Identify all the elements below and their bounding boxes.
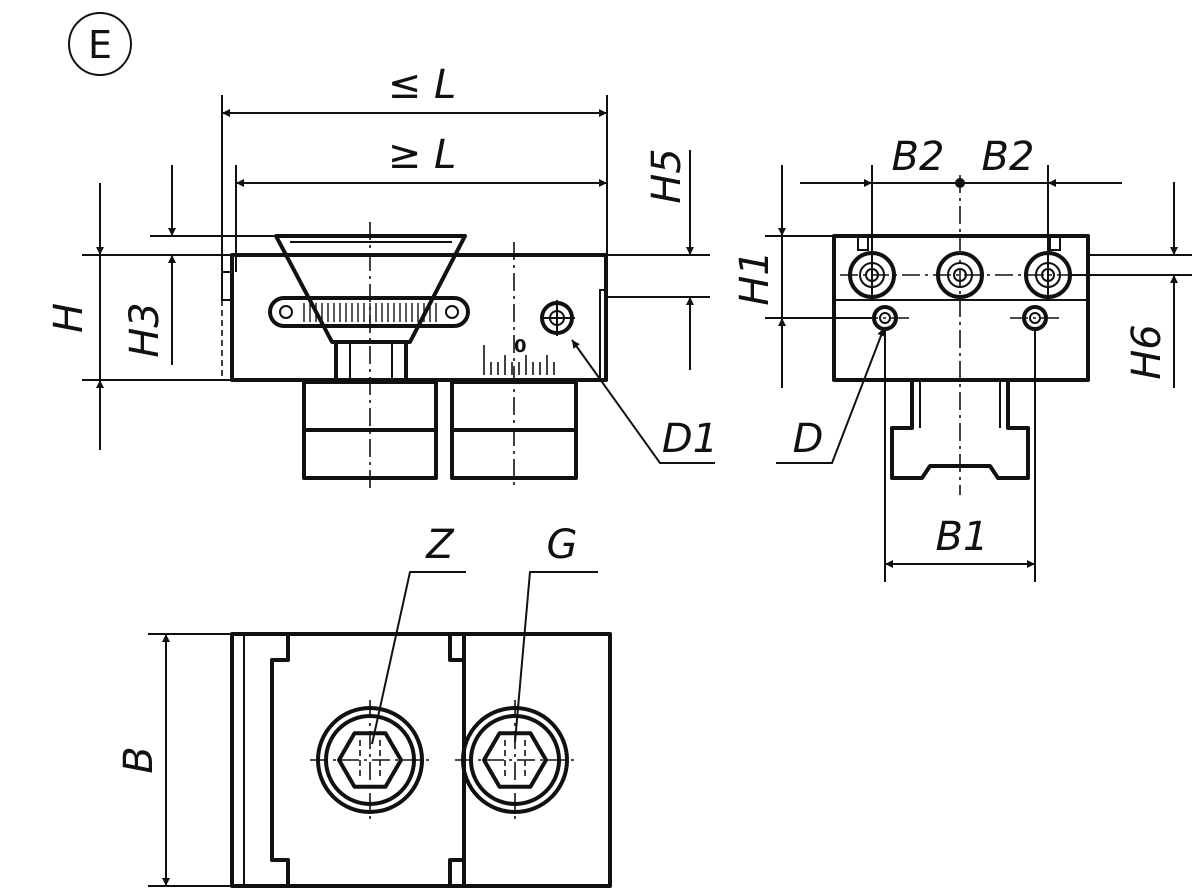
label-z: Z [425, 522, 455, 568]
label-h5: H5 [644, 148, 690, 204]
front-view: 0 [221, 222, 608, 490]
top-body [230, 632, 612, 888]
top-dimensions: B Z G [116, 522, 598, 887]
clamping-funnel [274, 234, 467, 344]
label-d: D [793, 416, 824, 462]
label-b: B [116, 746, 162, 773]
label-b2-left: B2 [892, 134, 945, 180]
side-dimensions: B2 B2 H1 H6 D B1 [732, 134, 1192, 582]
label-h: H [46, 303, 92, 333]
label-h1: H1 [732, 250, 778, 306]
label-h3: H3 [122, 302, 168, 358]
front-dimensions: ≤ L ≥ L H H3 H5 D1 [46, 62, 718, 464]
variant-marker-letter: E [88, 23, 112, 67]
top-view [230, 632, 612, 888]
svg-text:0: 0 [514, 336, 527, 357]
side-view [832, 175, 1100, 495]
label-l-max: ≤ L [388, 62, 457, 108]
label-g: G [547, 522, 578, 568]
knurled-grip [303, 303, 437, 322]
label-h6: H6 [1124, 324, 1170, 380]
label-d1: D1 [662, 416, 718, 462]
lever-handle [268, 296, 470, 328]
variant-marker: E [68, 12, 132, 76]
label-b2-right: B2 [982, 134, 1035, 180]
leader-g [514, 571, 598, 743]
label-b1: B1 [936, 514, 989, 560]
leader-d1 [571, 339, 715, 464]
leader-d [776, 327, 885, 464]
measuring-scale [483, 345, 555, 375]
side-body [832, 234, 1090, 382]
label-l-min: ≥ L [388, 132, 457, 178]
leader-z [371, 571, 466, 745]
